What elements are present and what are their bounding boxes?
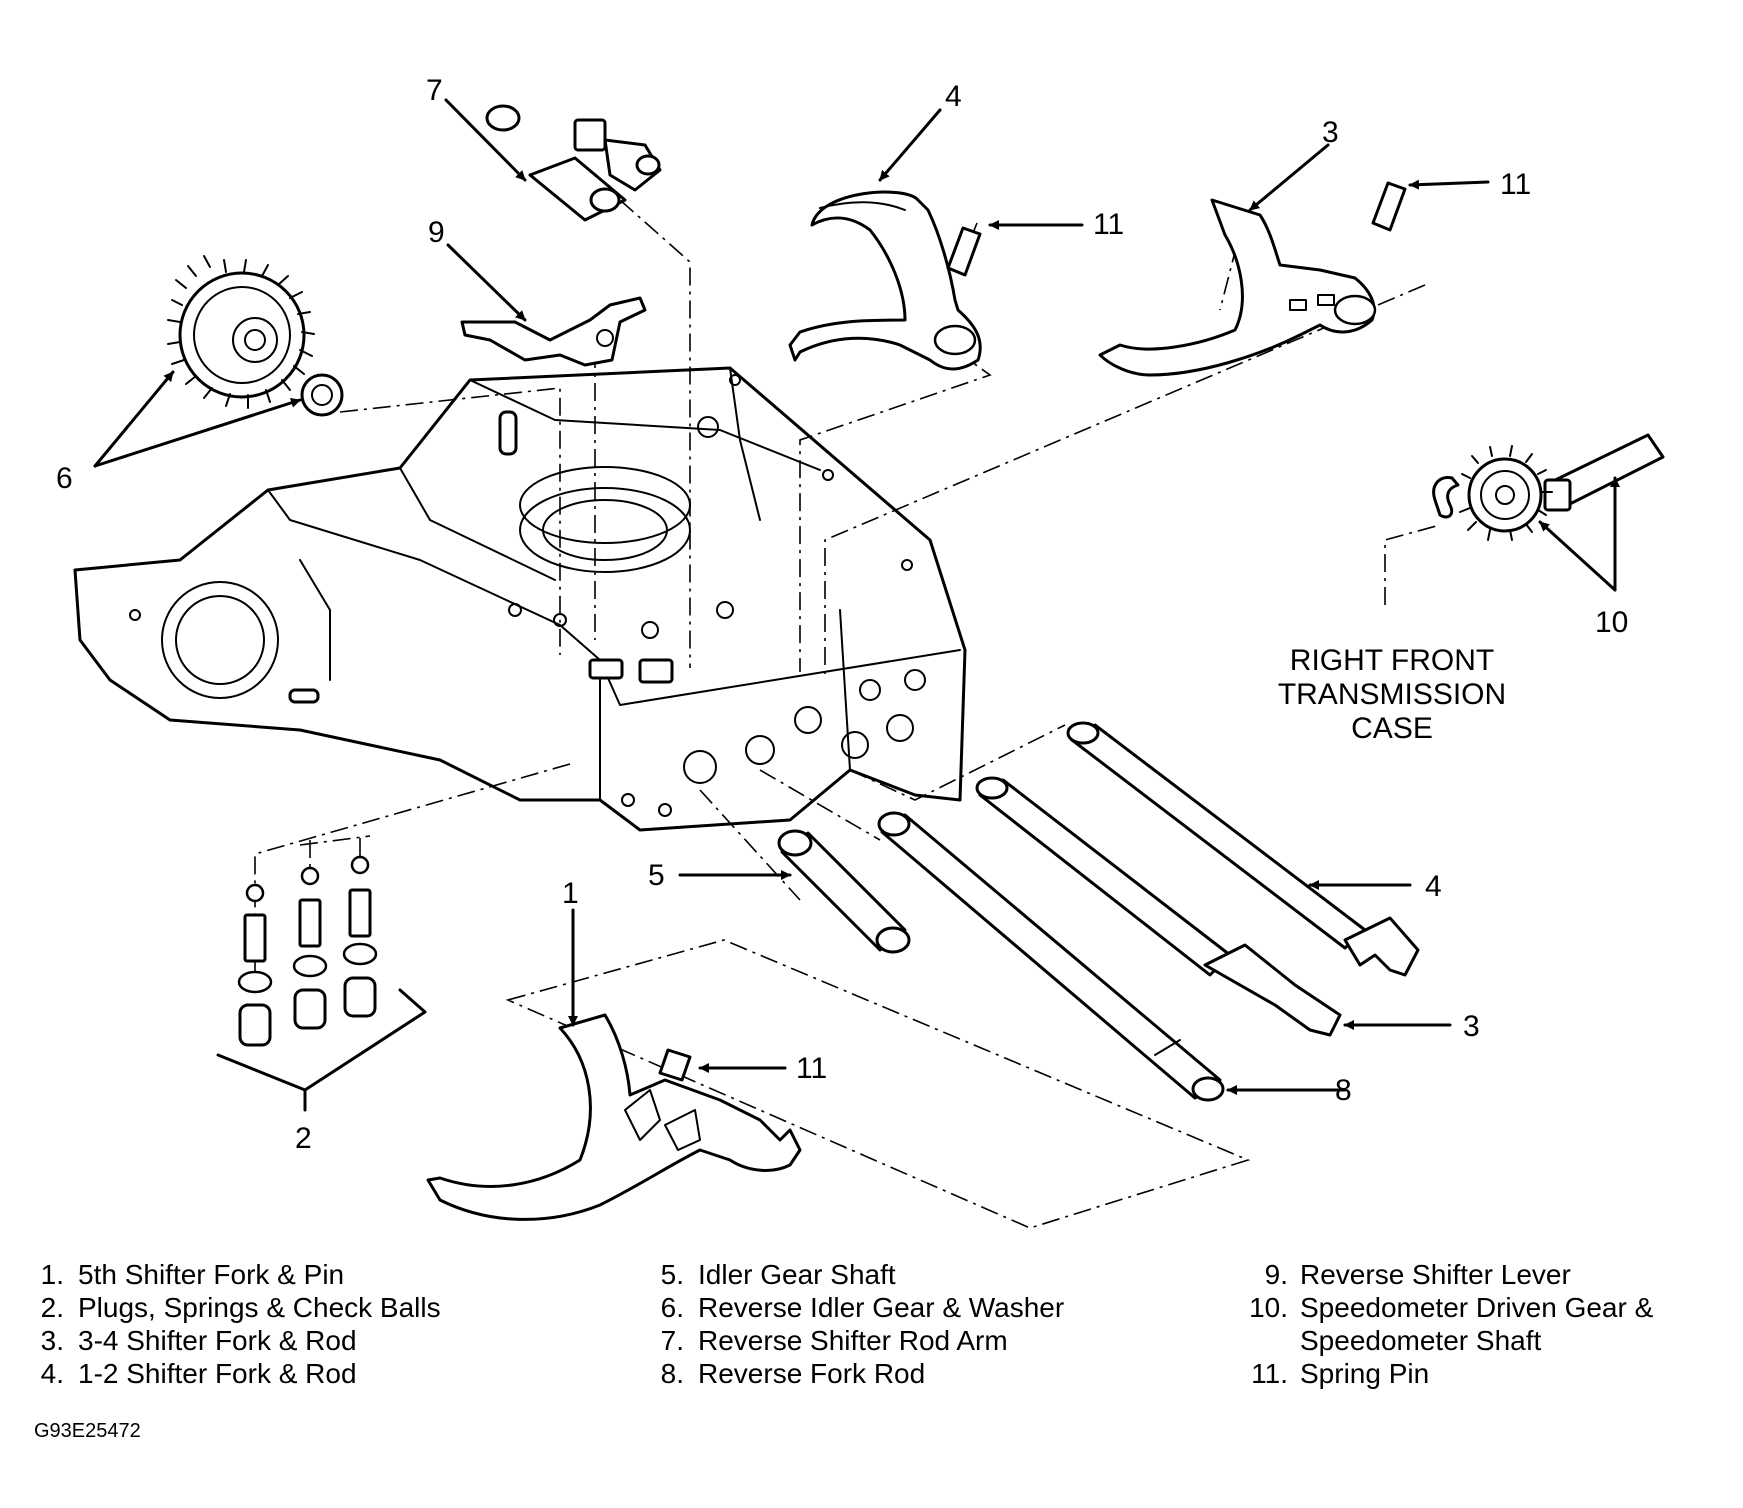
legend-item-number: 10. [1249, 1292, 1288, 1323]
legend-item-number: 4. [40, 1358, 64, 1389]
legend-item-text: Reverse Shifter Rod Arm [698, 1325, 1008, 1356]
reverse-fork-rod [877, 811, 1225, 1102]
reverse-shifter-rod-arm [485, 104, 662, 222]
callout-6: 6 [56, 462, 73, 495]
callout-1: 1 [562, 877, 579, 910]
callout-numbers: 7 4 3 11 11 9 6 10 5 4 1 3 11 8 2 [56, 74, 1628, 1155]
legend-item: 10. Speedometer Driven Gear & [1230, 1291, 1653, 1324]
reverse-shifter-lever [460, 296, 647, 367]
shift-rods [777, 721, 1420, 1102]
callout-5: 5 [648, 859, 665, 892]
callout-7: 7 [426, 74, 443, 107]
legend-item: 3. 3-4 Shifter Fork & Rod [34, 1324, 441, 1357]
legend-item-text: Speedometer Driven Gear & [1300, 1292, 1654, 1323]
5th-shifter-fork [426, 1013, 802, 1221]
legend-item: 5. Idler Gear Shaft [654, 1258, 1064, 1291]
legend-item: Speedometer Shaft [1230, 1324, 1653, 1357]
case-label-line-2: TRANSMISSION [1278, 678, 1506, 711]
3-4-shifter-fork [1098, 198, 1377, 377]
callout-arrows [93, 98, 1620, 1095]
transmission-case [73, 366, 967, 832]
callout-11-bottom: 11 [796, 1052, 827, 1085]
legend-item-number: 1. [40, 1259, 64, 1290]
callout-9: 9 [428, 216, 445, 249]
callout-11-top-right: 11 [1500, 168, 1531, 201]
1-2-shifter-fork [788, 190, 982, 371]
legend-column-3: 9. Reverse Shifter Lever 10. Speedometer D… [1230, 1258, 1653, 1390]
legend-item-text: Idler Gear Shaft [698, 1259, 896, 1290]
legend-item: 7. Reverse Shifter Rod Arm [654, 1324, 1064, 1357]
legend-item: 1. 5th Shifter Fork & Pin [34, 1258, 441, 1291]
case-label: RIGHT FRONT TRANSMISSION CASE [1278, 644, 1506, 745]
legend-item-number: 9. [1264, 1259, 1288, 1290]
legend-item-text: Reverse Idler Gear & Washer [698, 1292, 1065, 1323]
legend-item: 8. Reverse Fork Rod [654, 1357, 1064, 1390]
callout-11-top-middle: 11 [1093, 208, 1124, 241]
legend-item: 9. Reverse Shifter Lever [1230, 1258, 1653, 1291]
legend-item-number: 11. [1251, 1358, 1288, 1389]
legend-item-text: 3-4 Shifter Fork & Rod [78, 1325, 357, 1356]
callout-10: 10 [1595, 606, 1628, 639]
legend-item-text: Speedometer Shaft [1300, 1325, 1542, 1356]
legend-item: 6. Reverse Idler Gear & Washer [654, 1291, 1065, 1324]
legend-item-text: 5th Shifter Fork & Pin [78, 1259, 345, 1290]
callout-4-rod: 4 [1425, 870, 1442, 903]
legend-item-text: Reverse Fork Rod [698, 1358, 926, 1389]
spring-pins [658, 181, 1407, 1082]
legend-item-number: 3. [40, 1325, 64, 1356]
legend-item-number: 5. [660, 1259, 684, 1290]
legend-item-text: Plugs, Springs & Check Balls [78, 1292, 441, 1323]
1-2-shifter-rod [1066, 721, 1420, 977]
case-label-line-3: CASE [1351, 712, 1433, 745]
callout-8: 8 [1335, 1074, 1352, 1107]
legend-item: 2. Plugs, Springs & Check Balls [34, 1291, 441, 1324]
legend-item-number: 2. [40, 1292, 64, 1323]
legend-column-1: 1. 5th Shifter Fork & Pin 2. Plugs, Spring… [34, 1258, 441, 1390]
alignment-lines [254, 199, 1441, 1229]
callout-3-top: 3 [1322, 116, 1339, 149]
legend-item-number: 6. [660, 1292, 684, 1323]
legend-item-number: 8. [660, 1358, 684, 1389]
speedometer-gear-shaft [1432, 433, 1665, 541]
legend-item-number: 7. [660, 1325, 684, 1356]
plugs-springs-check-balls [216, 855, 427, 1112]
callout-4-top: 4 [945, 80, 962, 113]
legend-item: 11. Spring Pin [1230, 1357, 1653, 1390]
idler-gear-shaft [777, 829, 911, 954]
legend-item-text: Spring Pin [1300, 1358, 1430, 1389]
3-4-shifter-rod [975, 776, 1342, 1037]
legend-item-number [1230, 1324, 1288, 1357]
legend-item: 4. 1-2 Shifter Fork & Rod [34, 1357, 441, 1390]
callout-3-rod: 3 [1463, 1010, 1480, 1043]
legend-item-text: Reverse Shifter Lever [1300, 1259, 1571, 1290]
case-label-line-1: RIGHT FRONT [1290, 644, 1494, 677]
reverse-idler-gear-washer [167, 255, 344, 417]
legend-column-2: 5. Idler Gear Shaft 6. Reverse Idler Gear … [654, 1258, 1065, 1390]
figure-id: G93E25472 [34, 1420, 141, 1442]
callout-2: 2 [295, 1122, 312, 1155]
legend-item-text: 1-2 Shifter Fork & Rod [78, 1358, 357, 1389]
